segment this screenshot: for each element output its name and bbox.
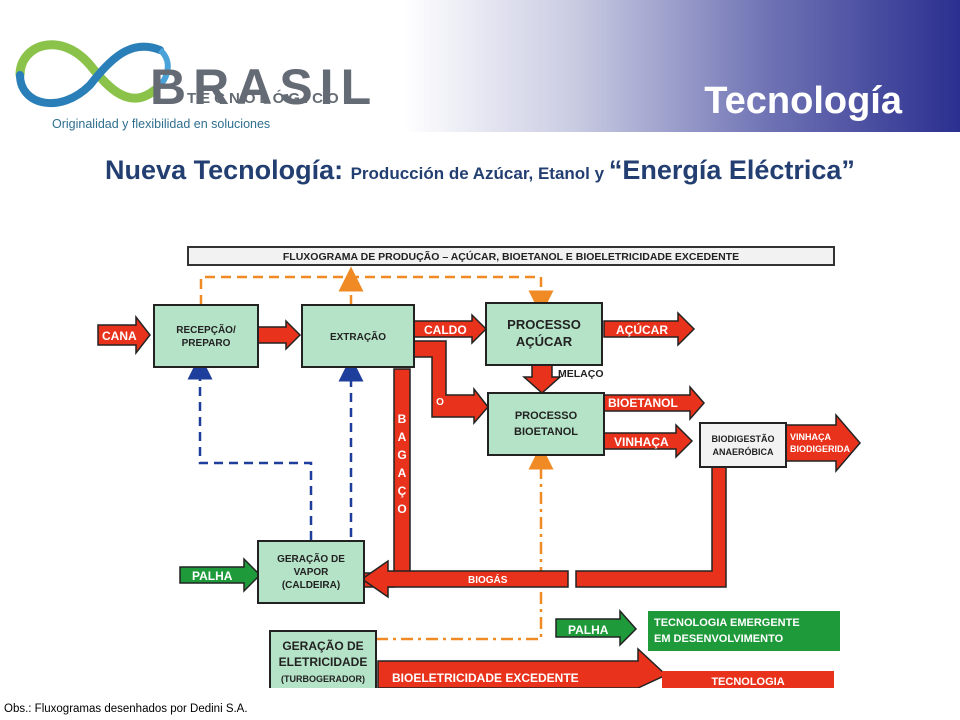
acucar-label: AÇÚCAR xyxy=(616,322,668,337)
biogas-label: BIOGÁS xyxy=(468,573,508,586)
title-trail: “Energía Eléctrica” xyxy=(608,155,855,185)
caldo-label: CALDO xyxy=(424,323,467,337)
svg-text:GERAÇÃO DE: GERAÇÃO DE xyxy=(277,552,345,565)
svg-text:(TURBOGERADOR): (TURBOGERADOR) xyxy=(281,674,365,684)
svg-text:(CALDEIRA): (CALDEIRA) xyxy=(282,580,340,591)
logo-tagline: Originalidad y flexibilidad en solucione… xyxy=(52,117,271,131)
svg-text:GERAÇÃO DE: GERAÇÃO DE xyxy=(282,638,363,653)
recepcao-to-extracao-arrow xyxy=(257,319,302,351)
caldo-vertical-arrow xyxy=(413,340,489,425)
vinhaca-label: VINHAÇA xyxy=(614,435,669,449)
legend-tecnologia-label: TECNOLOGIA xyxy=(711,676,784,688)
svg-text:A: A xyxy=(398,466,407,480)
production-flowchart: FLUXOGRAMA DE PRODUÇÃO – AÇÚCAR, BIOETAN… xyxy=(96,245,864,694)
bioeletricidade-label: BIOELETRICIDADE EXCEDENTE xyxy=(392,671,579,685)
title-lead: Nueva Tecnología: xyxy=(105,155,351,185)
svg-text:C: C xyxy=(449,349,456,360)
svg-text:D: D xyxy=(449,385,456,396)
svg-text:Ç: Ç xyxy=(398,484,407,498)
svg-text:AÇÚCAR: AÇÚCAR xyxy=(516,334,573,349)
legend-tecnologia-box xyxy=(662,671,834,688)
box-geracao-vapor: GERAÇÃO DE VAPOR (CALDEIRA) xyxy=(257,540,365,604)
vinhaca-arrow xyxy=(603,423,694,459)
svg-text:ELETRICIDADE: ELETRICIDADE xyxy=(279,655,368,669)
legend-emergente-box xyxy=(648,611,840,651)
acucar-arrow xyxy=(603,311,696,347)
box-processo-acucar: PROCESSO AÇÚCAR xyxy=(485,302,603,366)
box-recepcao: RECEPÇÃO/ PREPARO xyxy=(153,304,259,368)
caldo-vertical-label: C A L D O xyxy=(436,349,457,408)
legend-palha-label: PALHA xyxy=(568,623,609,637)
melaco-label: MELAÇO xyxy=(558,368,604,380)
dashdot-electricity-line xyxy=(376,444,554,641)
section-title: Tecnología xyxy=(704,80,902,122)
palha-arrow xyxy=(179,557,262,593)
box-extracao: EXTRAÇÃO xyxy=(301,304,415,368)
cana-arrow xyxy=(97,314,151,356)
caldo-arrow xyxy=(413,313,488,345)
vinhaca-biodigerida-label-2: BIODIGERIDA xyxy=(790,444,851,454)
svg-text:A: A xyxy=(449,361,456,372)
dashed-feedback-top xyxy=(199,275,554,316)
cana-label: CANA xyxy=(102,329,137,343)
vinhaca-biodigerida-label-1: VINHAÇA xyxy=(790,432,832,442)
svg-text:A: A xyxy=(398,430,407,444)
flowchart-banner: FLUXOGRAMA DE PRODUÇÃO – AÇÚCAR, BIOETAN… xyxy=(283,250,739,263)
legend-emergente-line1: TECNOLOGIA EMERGENTE xyxy=(654,617,800,629)
svg-text:EXTRAÇÃO: EXTRAÇÃO xyxy=(330,330,386,343)
bioetanol-arrow xyxy=(603,385,705,421)
svg-text:BIOETANOL: BIOETANOL xyxy=(514,426,578,438)
vinhaca-biodigerida-arrow xyxy=(785,412,861,474)
legend-palha-arrow xyxy=(555,609,638,647)
box-processo-bioetanol: PROCESSO BIOETANOL xyxy=(487,392,605,456)
svg-text:PROCESSO: PROCESSO xyxy=(515,410,578,422)
svg-text:O: O xyxy=(436,397,444,408)
legend-emergente-line2: EM DESENVOLVIMENTO xyxy=(654,633,784,645)
box-geracao-eletricidade: GERAÇÃO DE ELETRICIDADE (TURBOGERADOR) xyxy=(269,630,377,694)
svg-text:O: O xyxy=(397,502,406,516)
logo-wordmark: BRASIL xyxy=(150,59,379,115)
company-logo: BRASIL TECNOLÓGICO xyxy=(0,20,371,132)
title-small: Producción de Azúcar, Etanol y xyxy=(350,164,609,183)
svg-text:ANAERÓBICA: ANAERÓBICA xyxy=(712,446,774,457)
logo-subtitle: TECNOLÓGICO xyxy=(187,90,343,107)
box-biodigestao: BIODIGESTÃO ANAERÓBICA xyxy=(699,422,787,468)
flowchart-banner-box xyxy=(187,246,835,266)
svg-text:PREPARO: PREPARO xyxy=(182,338,231,349)
svg-text:BIODIGESTÃO: BIODIGESTÃO xyxy=(711,434,774,444)
svg-text:B: B xyxy=(398,412,407,426)
palha-label: PALHA xyxy=(192,569,233,583)
bioetanol-label: BIOETANOL xyxy=(608,396,678,410)
dashed-vapor-recepcao xyxy=(187,354,313,555)
bagaco-vertical-label: B A G A Ç O xyxy=(397,412,406,516)
biogas-arrow xyxy=(360,559,569,599)
melaco-arrow xyxy=(522,364,562,395)
svg-text:L: L xyxy=(450,373,456,384)
svg-text:PROCESSO: PROCESSO xyxy=(507,317,581,332)
svg-text:VAPOR: VAPOR xyxy=(294,567,330,578)
footnote: Obs.: Fluxogramas desenhados por Dedini … xyxy=(4,703,248,715)
slide-title: Nueva Tecnología: Producción de Azúcar, … xyxy=(90,150,870,194)
svg-text:RECEPÇÃO/: RECEPÇÃO/ xyxy=(176,323,236,336)
infinity-logo-icon xyxy=(15,40,171,107)
biogas-pipe-right xyxy=(575,466,727,588)
flowchart-svg: FLUXOGRAMA DE PRODUÇÃO – AÇÚCAR, BIOETAN… xyxy=(97,246,861,694)
svg-text:G: G xyxy=(397,448,406,462)
